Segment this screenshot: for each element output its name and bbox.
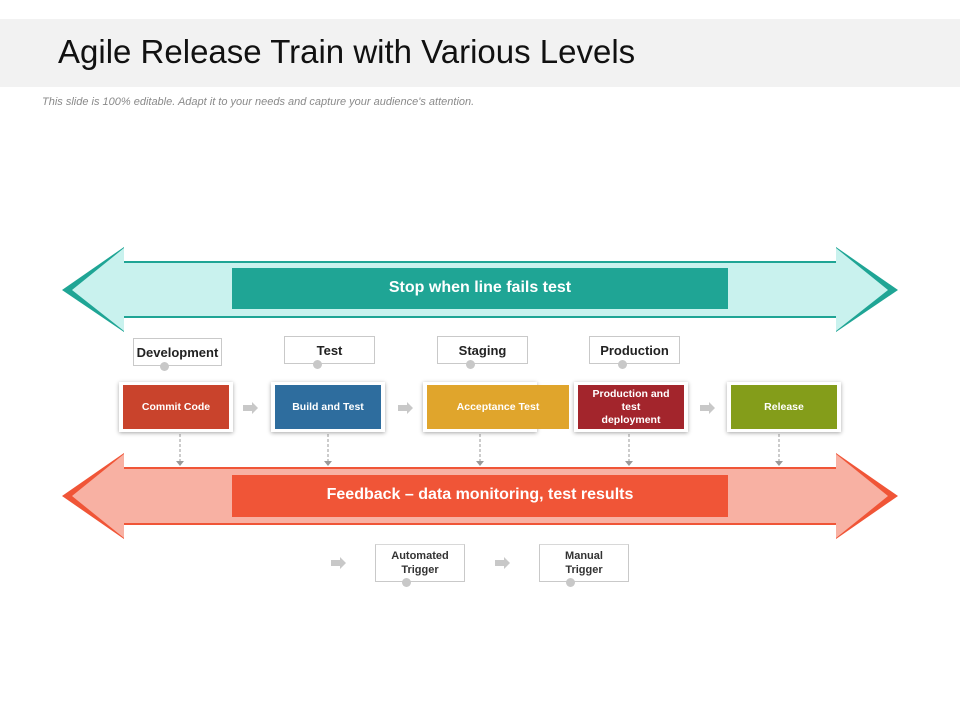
stage-dot (466, 360, 475, 369)
stage-development: Development (133, 338, 222, 371)
title-band (0, 19, 960, 87)
step-build-and-test: Build and Test (271, 382, 385, 432)
stage-dot (313, 360, 322, 369)
step-commit-code: Commit Code (119, 382, 233, 432)
trigger-dot (566, 578, 575, 587)
connector-arrow (243, 402, 258, 414)
stop-line-label: Stop when line fails test (388, 279, 572, 296)
stage-label: Production (600, 342, 669, 358)
trigger-label: Manual Trigger (565, 550, 603, 576)
stop-line-arrow (62, 247, 898, 332)
step-label: Release (731, 385, 837, 429)
stage-label: Test (316, 342, 343, 358)
step-label: Build and Test (275, 385, 381, 429)
stage-label: Development (136, 344, 219, 360)
step-label: Acceptance Test (427, 385, 569, 429)
dashed-down-arrows (179, 434, 780, 462)
step-label: Production and test deployment (578, 385, 684, 429)
connector-arrow (331, 557, 346, 569)
feedback-arrow (62, 453, 898, 539)
page-title: Agile Release Train with Various Levels (58, 33, 636, 70)
stage-production: Production (589, 336, 680, 369)
manual-trigger-box: Manual Trigger (539, 544, 629, 587)
feedback-label: Feedback – data monitoring, test results (326, 486, 634, 503)
step-production-deployment: Production and test deployment (574, 382, 688, 432)
stage-staging: Staging (437, 336, 528, 369)
step-label: Commit Code (123, 385, 229, 429)
automated-trigger-box: Automated Trigger (375, 544, 465, 587)
stage-test: Test (284, 336, 375, 369)
dashed-arrowheads (176, 461, 783, 466)
trigger-dot (402, 578, 411, 587)
connector-arrow (398, 402, 413, 414)
step-release: Release (727, 382, 841, 432)
stage-label: Staging (458, 342, 507, 358)
step-acceptance-test: Acceptance Test (423, 382, 569, 432)
stage-dot (618, 360, 627, 369)
connector-arrow (495, 557, 510, 569)
page-subtitle: This slide is 100% editable. Adapt it to… (42, 96, 475, 108)
trigger-label: Automated Trigger (391, 550, 449, 576)
connector-arrow (700, 402, 715, 414)
stage-dot (160, 362, 169, 371)
